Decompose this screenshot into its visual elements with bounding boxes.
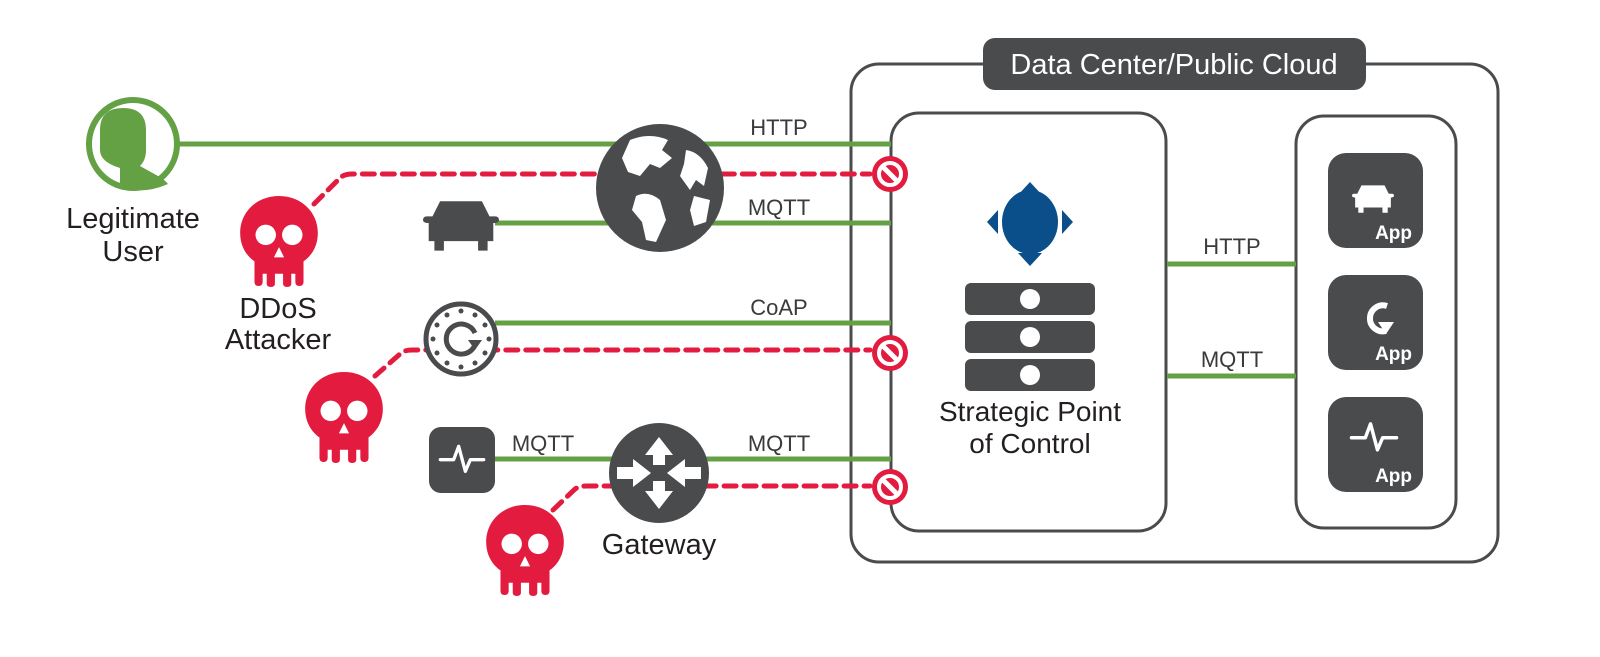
legit-user: Legitimate User	[66, 97, 200, 268]
attack-path-3	[550, 483, 873, 513]
attack-path-2	[372, 347, 873, 379]
block-icon	[872, 335, 908, 371]
sensor-device	[429, 427, 495, 493]
control-label-line2: of Control	[969, 428, 1090, 459]
datacenter-container: Data Center/Public Cloud	[849, 38, 1500, 564]
skull-icon	[240, 196, 318, 287]
gateway: Gateway	[602, 423, 717, 561]
block-icon	[872, 156, 908, 192]
coap-device-icon	[423, 301, 499, 377]
proto-mqtt-apps: MQTT	[1201, 347, 1263, 372]
app-label: App	[1375, 223, 1412, 244]
proto-mqtt-sensor: MQTT	[512, 431, 574, 456]
control-label-line1: Strategic Point	[939, 396, 1121, 427]
app-tile-refresh[interactable]: App	[1328, 275, 1423, 370]
datacenter-title-badge	[983, 38, 1366, 90]
control-compass-icon	[987, 182, 1073, 266]
router-icon	[609, 423, 709, 523]
apps-box: App App App	[1294, 114, 1458, 530]
ddos-label-line2: Attacker	[225, 324, 332, 356]
server-stack-icon	[965, 283, 1095, 391]
app-label: App	[1375, 466, 1412, 487]
control-box: Strategic Point of Control	[889, 111, 1168, 533]
attack-path-1	[311, 171, 873, 207]
proto-http-user: HTTP	[750, 115, 807, 140]
legit-user-label-line1: Legitimate	[66, 203, 200, 235]
datacenter-title: Data Center/Public Cloud	[1010, 49, 1337, 81]
proto-mqtt-gateway: MQTT	[748, 431, 810, 456]
car-icon	[423, 201, 499, 251]
proto-http-apps: HTTP	[1203, 234, 1260, 259]
legit-user-label-line2: User	[102, 236, 164, 268]
block-icon	[872, 469, 908, 505]
skull-icon	[305, 372, 383, 463]
gateway-label: Gateway	[602, 529, 717, 561]
proto-mqtt-car: MQTT	[748, 195, 810, 220]
ddos-attacker: DDoS Attacker	[225, 196, 332, 356]
app-label: App	[1375, 344, 1412, 365]
globe-icon	[596, 124, 724, 252]
app-tile-pulse[interactable]: App	[1328, 397, 1423, 492]
proto-coap: CoAP	[750, 295, 807, 320]
skull-icon	[486, 505, 564, 596]
refresh-icon	[1366, 302, 1394, 335]
app-tile-car[interactable]: App	[1328, 153, 1423, 248]
ddos-label-line1: DDoS	[239, 293, 316, 325]
